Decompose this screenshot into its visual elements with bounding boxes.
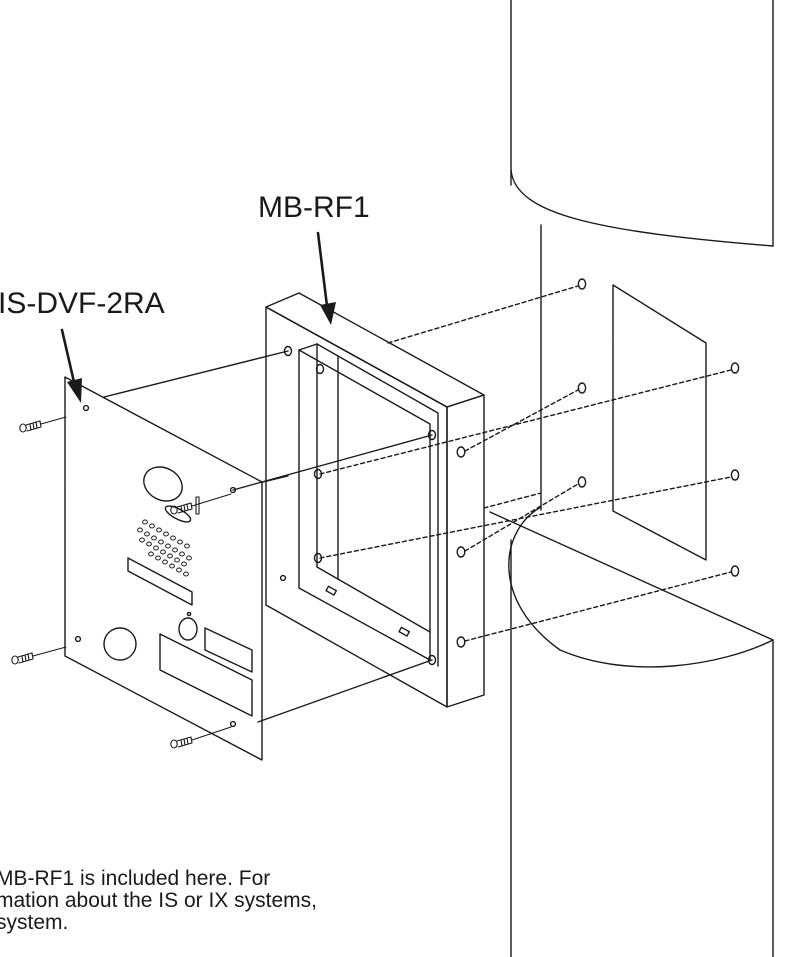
pole-holes — [577, 278, 740, 577]
screw-upper-left — [19, 416, 67, 433]
label-window-large — [159, 633, 253, 717]
note-text: MB-RF1 is included here. For mation abou… — [0, 868, 317, 934]
is-dvf-2ra-arrowhead — [67, 378, 82, 403]
mb-rf1-leader — [316, 231, 329, 308]
pole-mounting-plate — [612, 284, 707, 561]
screw-lower-left — [11, 646, 67, 665]
note-line-3: system. — [0, 911, 69, 934]
screw-middle — [170, 493, 232, 515]
is-dvf-2ra-leader — [60, 328, 76, 384]
is-dvf-2ra-label: IS-DVF-2RA — [0, 287, 165, 320]
screws — [11, 416, 232, 749]
alignment-dashes — [319, 285, 732, 642]
door-station-panel — [64, 376, 287, 761]
note-line-2: mation about the IS or IX systems, — [0, 889, 317, 912]
mounting-pole — [489, 0, 774, 957]
mounting-box-mb-rf1 — [265, 292, 485, 708]
connection-lines — [103, 350, 433, 723]
label-window-small — [204, 627, 253, 673]
note-line-1: MB-RF1 is included here. For — [0, 867, 271, 890]
speaker-grille — [137, 519, 192, 577]
screw-bottom — [170, 726, 232, 749]
leader-arrows — [60, 231, 329, 384]
box-holes — [283, 345, 466, 666]
mb-rf1-arrowhead — [320, 302, 336, 325]
camera-lens — [143, 466, 183, 502]
name-plate — [127, 557, 193, 606]
mb-rf1-label: MB-RF1 — [258, 191, 370, 224]
call-button — [178, 617, 198, 641]
